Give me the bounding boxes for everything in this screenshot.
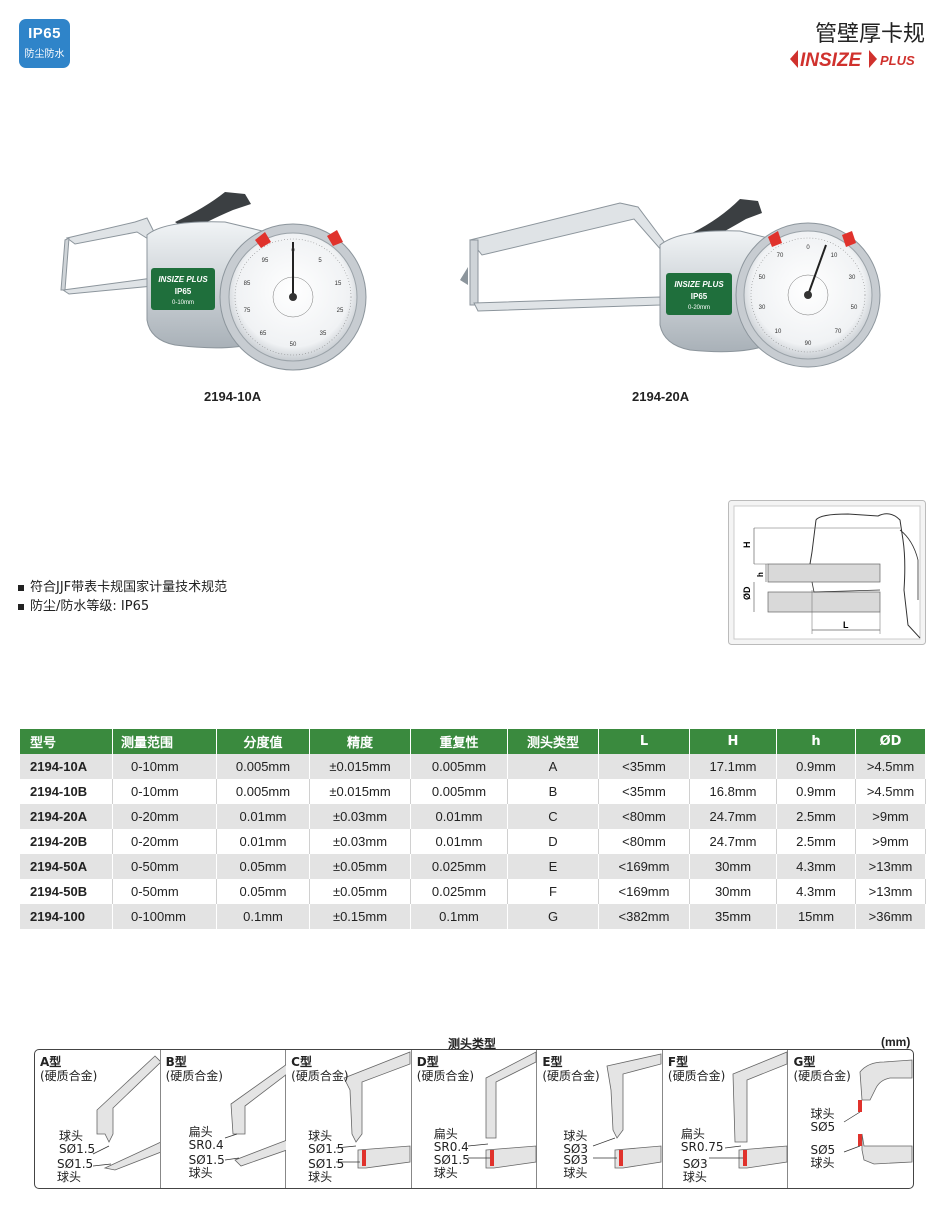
bullet-icon <box>18 584 24 591</box>
col-header: H <box>689 729 777 754</box>
svg-text:30: 30 <box>849 275 856 281</box>
col-header: 重复性 <box>410 729 508 754</box>
product-caption-2194-20A: 2194-20A <box>632 389 690 404</box>
svg-text:INSIZE: INSIZE <box>800 50 863 70</box>
feature-item: 防尘/防水等级: IP65 <box>18 597 227 616</box>
svg-text:95: 95 <box>262 258 269 264</box>
svg-text:90: 90 <box>805 341 812 347</box>
col-header: ØD <box>855 729 926 754</box>
col-header: L <box>598 729 690 754</box>
col-header: 精度 <box>309 729 411 754</box>
svg-text:30: 30 <box>759 305 766 311</box>
tip-drawing <box>336 1051 411 1169</box>
bullet-icon <box>18 603 24 610</box>
caliper-image-2194-20A: INSIZE PLUS IP65 0-20mm 0 10 30 50 70 90 10 3… <box>460 199 881 368</box>
page-title: 管壁厚卡规 <box>814 22 925 47</box>
tip-drawing <box>467 1051 537 1169</box>
svg-text:PLUS: PLUS <box>880 53 915 68</box>
caliper-image-2194-10A: INSIZE PLUS IP65 0-10mm 0 5 15 25 35 50 65 75… <box>60 192 367 371</box>
diagram-h-label: h <box>756 572 765 577</box>
label-brand: INSIZE PLUS <box>158 275 208 284</box>
label-ip: IP65 <box>691 292 708 301</box>
tips-unit: (mm) <box>881 1035 911 1049</box>
svg-text:0: 0 <box>291 248 295 254</box>
svg-text:50: 50 <box>290 342 297 348</box>
svg-text:10: 10 <box>831 253 838 259</box>
tip-drawing <box>224 1064 286 1167</box>
label-range: 0-20mm <box>688 305 710 311</box>
svg-text:0: 0 <box>806 245 810 251</box>
diagram-D-label: ØD <box>742 586 752 600</box>
label-ip: IP65 <box>175 287 192 296</box>
dimension-diagram: H h ØD L <box>728 500 926 645</box>
tip-drawing <box>844 1059 913 1165</box>
badge-title: IP65 <box>28 25 61 42</box>
badge-subtitle: 防尘防水 <box>24 49 65 60</box>
label-brand: INSIZE PLUS <box>674 280 724 289</box>
label-range: 0-10mm <box>172 300 194 306</box>
feature-list: 符合JJF带表卡规国家计量技术规范 防尘/防水等级: IP65 <box>18 578 227 616</box>
svg-text:70: 70 <box>835 329 842 335</box>
tips-title: 测头类型 <box>448 1037 497 1051</box>
svg-text:10: 10 <box>775 329 782 335</box>
svg-text:75: 75 <box>244 308 251 314</box>
product-caption-2194-10A: 2194-10A <box>204 389 262 404</box>
svg-text:50: 50 <box>851 305 858 311</box>
svg-text:5: 5 <box>318 258 322 264</box>
col-header: 分度值 <box>216 729 310 754</box>
col-header: 测头类型 <box>507 729 599 754</box>
svg-text:50: 50 <box>759 275 766 281</box>
tip-drawing <box>593 1053 662 1169</box>
svg-text:25: 25 <box>337 308 344 314</box>
col-header: 测量范围 <box>112 729 217 754</box>
svg-text:15: 15 <box>335 281 342 287</box>
svg-text:70: 70 <box>777 253 784 259</box>
svg-text:85: 85 <box>244 281 251 287</box>
diagram-L-label: L <box>843 620 849 630</box>
tip-drawing <box>92 1055 160 1171</box>
svg-text:35: 35 <box>320 331 327 337</box>
spec-table: 型号 测量范围 分度值 精度 重复性 测头类型 L H h ØD 2194-10… <box>20 729 926 929</box>
col-header: 型号 <box>20 729 113 754</box>
feature-item: 符合JJF带表卡规国家计量技术规范 <box>18 578 227 597</box>
table-header-row: 型号 测量范围 分度值 精度 重复性 测头类型 L H h ØD <box>20 729 926 754</box>
ip65-badge: IP65 防尘防水 <box>19 19 70 68</box>
col-header: h <box>776 729 856 754</box>
tip-drawing <box>708 1051 788 1169</box>
svg-text:65: 65 <box>260 331 267 337</box>
insize-plus-logo: INSIZE PLUS <box>790 50 915 70</box>
diagram-H-label: H <box>742 542 752 549</box>
